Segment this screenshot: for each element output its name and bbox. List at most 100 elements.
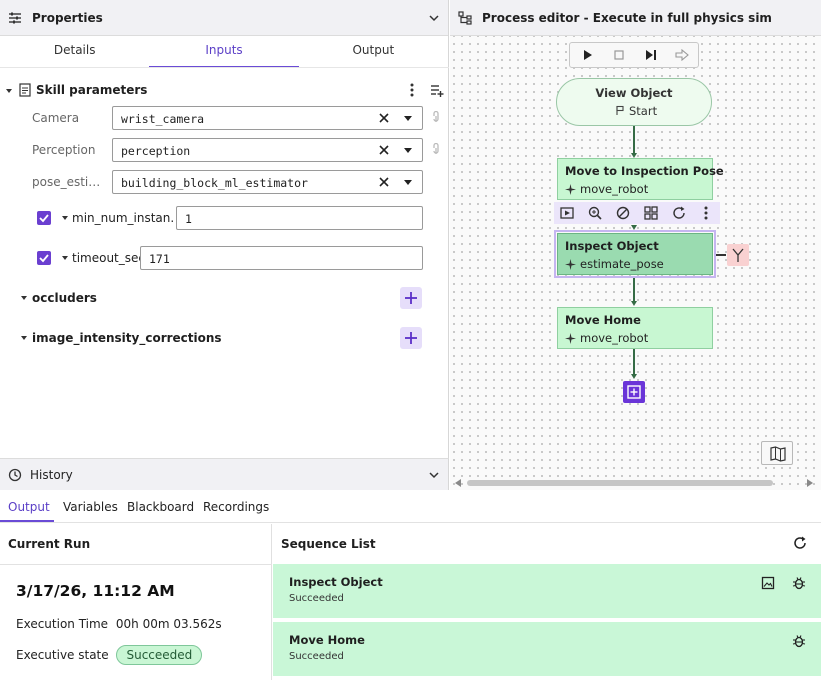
executive-state-row: Executive state Succeeded [16, 645, 203, 665]
process-editor[interactable]: Process editor - Execute in full physics… [450, 0, 821, 490]
step-forward-icon[interactable] [675, 49, 689, 61]
collapse-chevron-icon[interactable] [428, 12, 440, 24]
section-title: Skill parameters [36, 83, 148, 97]
block-icon[interactable] [615, 205, 631, 221]
clear-icon[interactable] [378, 144, 390, 156]
node-title: Inspect Object [565, 239, 659, 253]
node-inspect-object[interactable]: Inspect Object estimate_pose [557, 233, 713, 275]
sequence-item-status: Succeeded [289, 651, 344, 662]
more-vert-icon[interactable] [410, 83, 414, 97]
timeout-sec-input[interactable]: 171 [140, 246, 423, 270]
properties-title: Properties [32, 10, 103, 25]
link-icon[interactable] [430, 143, 442, 157]
node-skill: estimate_pose [580, 257, 664, 271]
dropdown-arrow-icon[interactable] [404, 148, 412, 153]
skill-sparkle-icon [565, 259, 576, 270]
fork-icon [732, 248, 744, 262]
node-move-to-inspection-pose[interactable]: Move to Inspection Pose move_robot [557, 158, 724, 200]
stop-icon[interactable] [614, 50, 624, 60]
add-node-button[interactable] [623, 381, 645, 403]
tab-output[interactable]: Output [352, 43, 395, 57]
properties-icon [8, 11, 22, 25]
node-action-toolbar [554, 202, 720, 224]
run-toolbar [569, 42, 699, 68]
pose-estimator-label: pose_estima... [32, 175, 108, 189]
status-badge: Succeeded [116, 645, 203, 665]
tab-recordings[interactable]: Recordings [203, 500, 270, 514]
scroll-left-icon[interactable] [455, 479, 461, 487]
min-num-instances-checkbox[interactable] [37, 211, 51, 225]
connector-arrow [631, 153, 637, 158]
playlist-add-icon[interactable] [430, 83, 444, 97]
play-icon[interactable] [583, 49, 593, 61]
min-num-instances-label: min_num_instan... [72, 211, 174, 225]
section-collapse-icon[interactable] [6, 89, 12, 93]
sequence-list-panel: Sequence List Inspect Object Succeeded M… [273, 524, 821, 680]
execution-time-row: Execution Time 00h 00m 03.562s [16, 617, 222, 631]
pose-estimator-value: building_block_ml_estimator [121, 176, 308, 190]
document-icon [19, 83, 31, 97]
run-date: 3/17/26, 11:12 AM [16, 582, 175, 600]
skill-sparkle-icon [565, 333, 576, 344]
image-icon[interactable] [761, 576, 775, 590]
dropdown-arrow-icon[interactable] [404, 116, 412, 121]
grid-view-icon[interactable] [643, 205, 659, 221]
tab-details[interactable]: Details [53, 43, 96, 57]
expand-icon[interactable] [62, 216, 68, 220]
refresh-icon[interactable] [671, 205, 687, 221]
more-vert-icon[interactable] [704, 205, 708, 221]
history-header[interactable]: History [0, 458, 449, 490]
add-image-intensity-correction-button[interactable] [400, 327, 422, 349]
start-node-title: View Object [595, 86, 673, 100]
dropdown-arrow-icon[interactable] [404, 180, 412, 185]
node-move-home[interactable]: Move Home move_robot [557, 307, 713, 349]
selection-outline [554, 230, 716, 278]
bug-icon[interactable] [792, 576, 806, 590]
camera-label: Camera [32, 111, 80, 125]
occluders-label: occluders [32, 291, 97, 305]
expand-chevron-icon[interactable] [428, 469, 440, 481]
slideshow-icon[interactable] [559, 205, 575, 221]
process-tree-icon [458, 10, 472, 25]
start-node[interactable]: View Object Start [556, 78, 712, 126]
fork-connector [716, 254, 726, 256]
connector-arrow [631, 225, 637, 230]
skip-next-icon[interactable] [645, 49, 657, 61]
fork-branch-button[interactable] [727, 244, 749, 266]
perception-select[interactable]: perception [112, 138, 423, 162]
timeout-sec-checkbox[interactable] [37, 251, 51, 265]
tab-variables[interactable]: Variables [63, 500, 118, 514]
tab-blackboard[interactable]: Blackboard [127, 500, 195, 514]
zoom-in-icon[interactable] [587, 205, 603, 221]
tab-output[interactable]: Output [8, 500, 50, 514]
sequence-item[interactable]: Move Home Succeeded [273, 622, 821, 676]
connector-arrow [631, 374, 637, 379]
skill-sparkle-icon [565, 184, 576, 195]
bug-icon[interactable] [792, 634, 806, 648]
min-num-instances-input[interactable]: 1 [176, 206, 423, 230]
scroll-right-icon[interactable] [807, 479, 813, 487]
minimap-button[interactable] [761, 441, 793, 465]
clear-icon[interactable] [378, 176, 390, 188]
tabs-divider [0, 67, 449, 68]
plus-icon [405, 332, 417, 344]
occluders-row: occluders [0, 287, 449, 311]
expand-icon[interactable] [21, 296, 27, 300]
tab-inputs[interactable]: Inputs [205, 43, 243, 57]
image-intensity-corrections-row: image_intensity_corrections [0, 327, 449, 351]
expand-icon[interactable] [62, 256, 68, 260]
map-icon [770, 446, 786, 462]
min-num-instances-value: 1 [185, 212, 192, 226]
sequence-item[interactable]: Inspect Object Succeeded [273, 564, 821, 618]
pose-estimator-select[interactable]: building_block_ml_estimator [112, 170, 423, 194]
clear-icon[interactable] [378, 112, 390, 124]
process-editor-title: Process editor - Execute in full physics… [482, 10, 772, 25]
sequence-item-name: Inspect Object [289, 575, 383, 589]
refresh-icon[interactable] [793, 536, 807, 550]
add-occluder-button[interactable] [400, 287, 422, 309]
link-icon[interactable] [430, 111, 442, 125]
expand-icon[interactable] [21, 336, 27, 340]
properties-panel: Properties Details Inputs Output Skill p… [0, 0, 449, 458]
horizontal-scrollbar[interactable] [467, 480, 773, 486]
camera-select[interactable]: wrist_camera [112, 106, 423, 130]
